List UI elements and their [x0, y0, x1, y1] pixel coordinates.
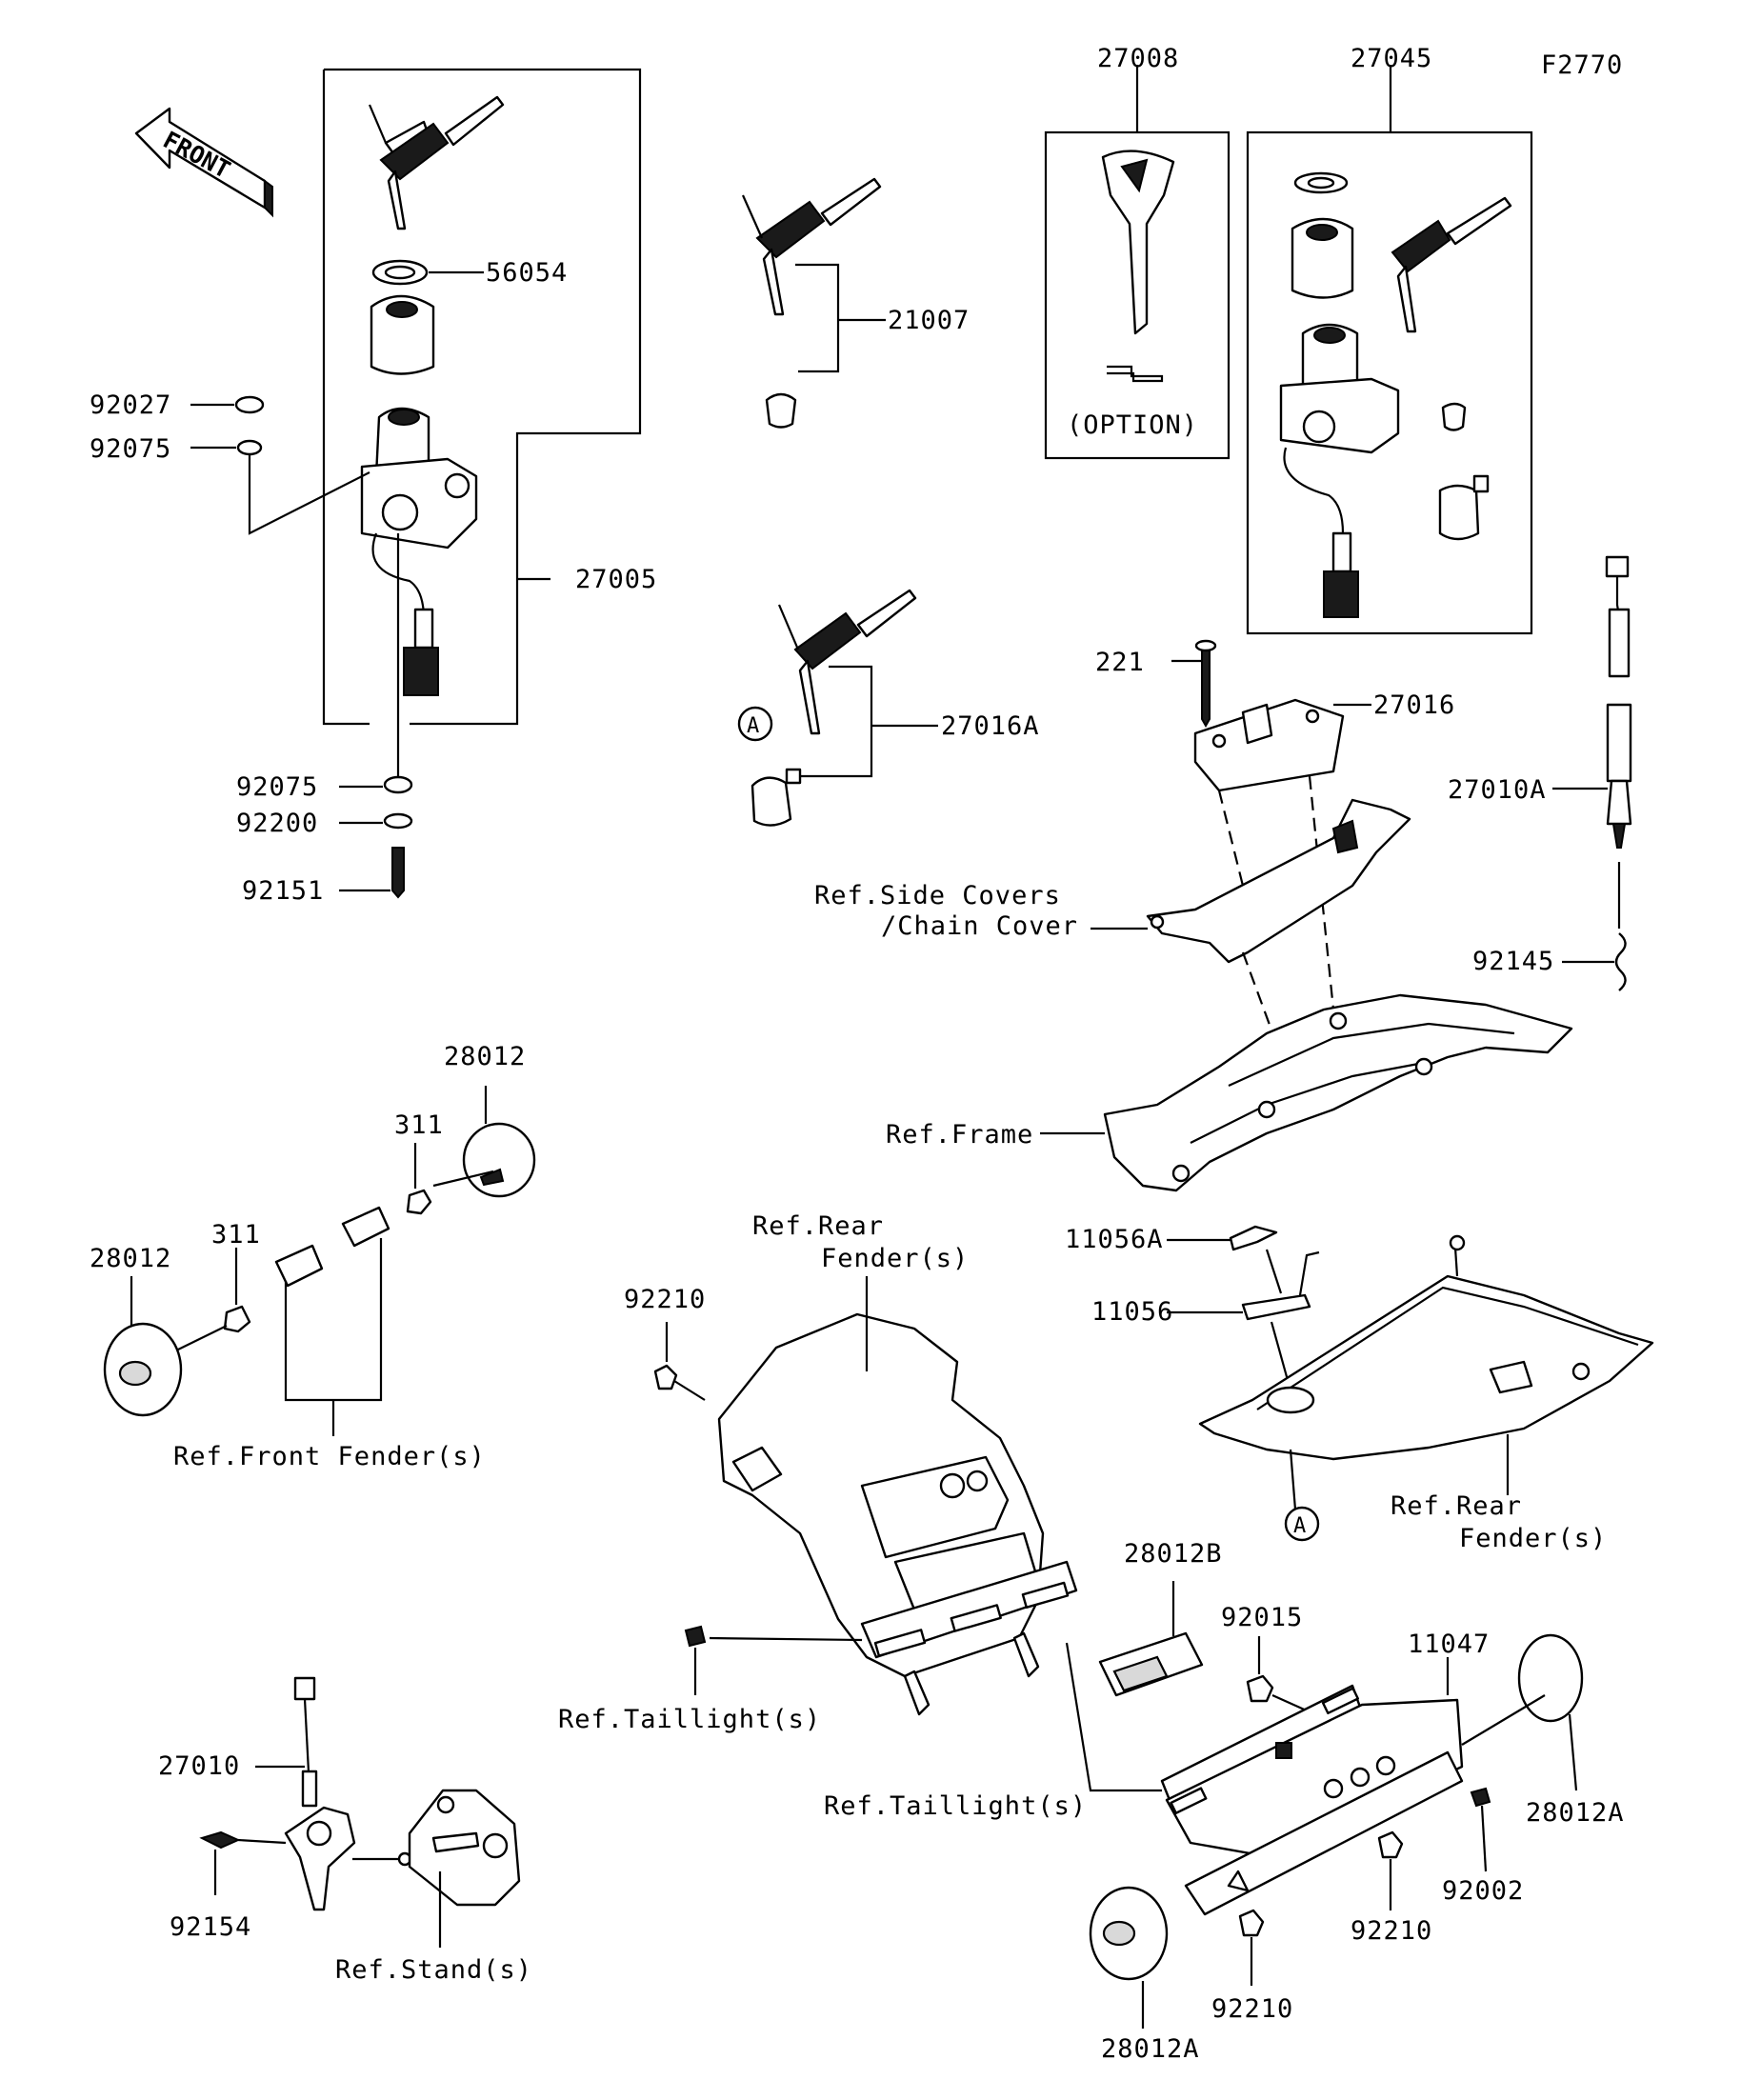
label-11047: 11047 [1408, 1630, 1490, 1659]
label-311-top: 311 [394, 1110, 444, 1140]
reflector-28012B [1098, 1581, 1204, 1697]
label-92145: 92145 [1472, 947, 1554, 976]
ref-stand: Ref.Stand(s) [335, 1955, 532, 1985]
nut-92015-icon [1246, 1674, 1274, 1703]
rear-fender-right [1198, 1234, 1654, 1510]
label-27005: 27005 [575, 565, 657, 594]
nut-92210-bottom-icon [1238, 1909, 1265, 1937]
nut-92210-top-icon [653, 1364, 678, 1390]
rear-fender-bracket [666, 1276, 1162, 1792]
collar-left [274, 1244, 324, 1288]
key-set-21007 [741, 177, 886, 429]
label-92002: 92002 [1442, 1876, 1524, 1906]
nut-311-top [406, 1189, 432, 1215]
ref-frame: Ref.Frame [886, 1120, 1033, 1150]
key-icon [368, 95, 505, 230]
lock-cap [370, 294, 435, 375]
label-28012B: 28012B [1124, 1539, 1223, 1569]
nut-92210-right-icon [1377, 1830, 1404, 1859]
ref-front-fender: Ref.Front Fender(s) [173, 1442, 486, 1471]
option-label: (OPTION) [1067, 410, 1198, 440]
callout-a-top: A [747, 714, 759, 738]
ref-side-covers-line2: /Chain Cover [881, 911, 1078, 941]
label-27016A: 27016A [941, 711, 1040, 741]
label-27016: 27016 [1373, 690, 1455, 720]
label-92151: 92151 [242, 876, 324, 906]
label-92015: 92015 [1221, 1603, 1303, 1632]
screw-icon [684, 1625, 707, 1648]
label-56054: 56054 [486, 258, 568, 288]
side-stand-switch-27010 [199, 1676, 412, 1911]
key-set-27016A: A [737, 589, 938, 827]
callout-a-bottom: A [1293, 1514, 1306, 1538]
nut-311-left [223, 1305, 251, 1333]
callout-a-bottom-ring [1284, 1506, 1320, 1542]
ref-taillight-left: Ref.Taillight(s) [558, 1705, 821, 1734]
ref-rear-fender-top-line1: Ref.Rear [752, 1211, 884, 1241]
ignition-switch-set-27045 [1246, 65, 1533, 635]
front-fender-reflectors [103, 1086, 536, 1436]
reflector-28012A-right [1517, 1633, 1584, 1723]
bracket-11056 [1167, 1225, 1320, 1391]
label-28012A-right: 28012A [1526, 1798, 1625, 1828]
front-arrow-label: FRONT [159, 126, 235, 184]
label-311-left: 311 [211, 1220, 261, 1250]
label-27008: 27008 [1097, 44, 1179, 73]
key-blank-27008: (OPTION) [1044, 65, 1231, 460]
collar-top [341, 1206, 390, 1248]
ref-rear-fender-right-line2: Fender(s) [1459, 1524, 1607, 1553]
label-27010A: 27010A [1448, 775, 1547, 805]
reflector-28012-top [462, 1122, 536, 1198]
label-92200: 92200 [236, 809, 318, 838]
ref-rear-fender-top-line2: Fender(s) [821, 1244, 969, 1273]
ignition-switch-assembly-27005 [190, 68, 642, 899]
label-28012-left: 28012 [90, 1244, 171, 1273]
label-92075-top: 92075 [90, 434, 171, 464]
label-27045: 27045 [1351, 44, 1432, 73]
label-221: 221 [1095, 648, 1145, 677]
label-92027: 92027 [90, 390, 171, 420]
label-28012-top: 28012 [444, 1042, 526, 1071]
label-28012A-bottom: 28012A [1101, 2034, 1200, 2064]
label-27010: 27010 [158, 1751, 240, 1781]
front-arrow-icon: FRONT [134, 107, 273, 218]
stand-bracket [408, 1789, 521, 1948]
washer-92075-icon [236, 439, 263, 456]
ref-side-covers-line1: Ref.Side Covers [814, 881, 1061, 910]
label-92210-right: 92210 [1351, 1916, 1432, 1946]
label-21007: 21007 [888, 306, 970, 335]
label-11056: 11056 [1091, 1297, 1173, 1327]
rear-frame [1040, 993, 1573, 1192]
bolt-92002-icon [1470, 1787, 1491, 1808]
figure-code: F2770 [1541, 50, 1623, 80]
switch-27010A [1552, 555, 1632, 991]
label-92210-top: 92210 [624, 1285, 706, 1314]
license-bracket-11047 [1160, 1657, 1464, 1916]
ignition-switch-body [360, 407, 478, 696]
side-cover-bracket [1091, 798, 1411, 1044]
ref-rear-fender-right-line1: Ref.Rear [1391, 1491, 1522, 1521]
label-92210-bottom: 92210 [1211, 1994, 1293, 2024]
label-92075-bottom: 92075 [236, 772, 318, 802]
ref-taillight-bottom: Ref.Taillight(s) [824, 1791, 1087, 1821]
washer-92027-icon [234, 395, 265, 414]
label-11056A: 11056A [1065, 1225, 1164, 1254]
label-92154: 92154 [170, 1912, 251, 1942]
